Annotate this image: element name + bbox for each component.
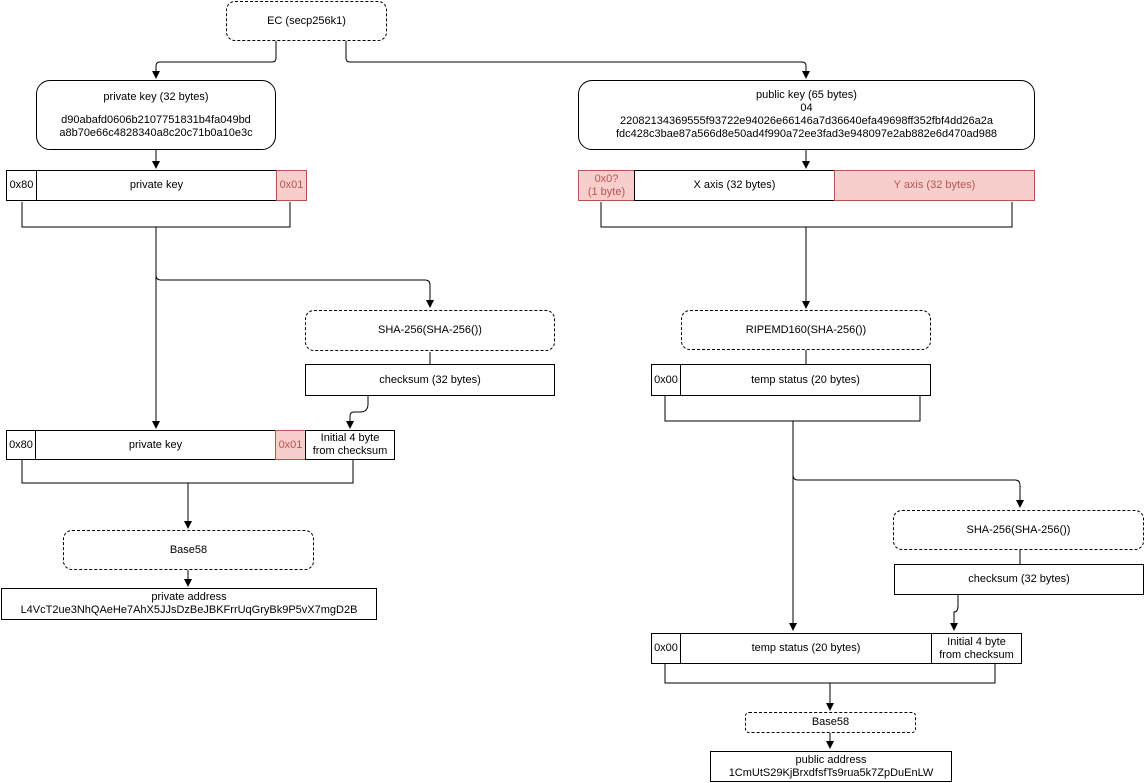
public-address-value: 1CmUtS29KjBrxdfsfTs9rua5k7ZpDuEnLW bbox=[728, 766, 934, 779]
public-row1-bracket bbox=[600, 202, 1013, 228]
public-key-node: public key (65 bytes) 04 22082134369555f… bbox=[578, 80, 1035, 150]
public-row1-x-axis: X axis (32 bytes) bbox=[634, 170, 835, 201]
public-ripemd-label: RIPEMD160(SHA-256()) bbox=[745, 323, 867, 336]
public-key-title: public key (65 bytes) bbox=[756, 89, 857, 101]
private-sha-label: SHA-256(SHA-256()) bbox=[378, 324, 482, 336]
public-address-title: public address bbox=[795, 753, 867, 766]
ec-node: EC (secp256k1) bbox=[226, 1, 387, 41]
private-address-title: private address bbox=[151, 591, 227, 603]
public-row2-temp-label: temp status (20 bytes) bbox=[751, 373, 860, 386]
public-base58-node: Base58 bbox=[745, 712, 916, 733]
public-row1-x-axis-label: X axis (32 bytes) bbox=[693, 179, 776, 191]
private-row1-suffix-label: 0x01 bbox=[279, 179, 304, 191]
private-row1-prefix: 0x80 bbox=[6, 170, 36, 201]
public-sha-label: SHA-256(SHA-256()) bbox=[966, 523, 1071, 536]
edge-private-checksum-to-row2 bbox=[346, 396, 369, 429]
edge-ec-to-public-key bbox=[345, 40, 810, 79]
public-row1-y-axis-label: Y axis (32 bytes) bbox=[893, 179, 976, 191]
public-checksum-node: checksum (32 bytes) bbox=[894, 564, 1144, 595]
private-row2-suffix: 0x01 bbox=[275, 430, 306, 460]
public-base58-label: Base58 bbox=[811, 716, 850, 728]
public-sha-node: SHA-256(SHA-256()) bbox=[893, 510, 1144, 550]
private-base58-label: Base58 bbox=[169, 543, 208, 556]
public-row2-prefix-label: 0x00 bbox=[654, 373, 678, 386]
public-checksum-label: checksum (32 bytes) bbox=[968, 573, 1070, 585]
private-key-node: private key (32 bytes) d90abafd0606b2107… bbox=[36, 80, 276, 150]
private-key-title: private key (32 bytes) bbox=[103, 90, 209, 103]
public-ripemd-node: RIPEMD160(SHA-256()) bbox=[681, 310, 931, 350]
public-row1-y-axis: Y axis (32 bytes) bbox=[834, 170, 1035, 201]
public-row1-prefix: 0x0? (1 byte) bbox=[578, 170, 635, 201]
public-row3-checksum: Initial 4 byte from checksum bbox=[931, 633, 1022, 664]
public-row1-prefix-label: 0x0? (1 byte) bbox=[587, 172, 626, 198]
ec-label: EC (secp256k1) bbox=[267, 14, 346, 27]
public-row3-checksum-label: Initial 4 byte from checksum bbox=[939, 635, 1014, 661]
edge-public-checksum-to-row3 bbox=[950, 595, 959, 631]
private-row2-checksum: Initial 4 byte from checksum bbox=[305, 430, 395, 460]
public-address-node: public address 1CmUtS29KjBrxdfsfTs9rua5k… bbox=[710, 751, 952, 782]
private-sha-node: SHA-256(SHA-256()) bbox=[305, 310, 555, 351]
private-row1-key-label: private key bbox=[129, 179, 184, 191]
private-base58-node: Base58 bbox=[63, 530, 314, 570]
public-row2-prefix: 0x00 bbox=[651, 364, 681, 396]
private-checksum-node: checksum (32 bytes) bbox=[305, 364, 555, 396]
private-row1-bracket bbox=[21, 202, 291, 228]
private-address-node: private address L4VcT2ue3NhQAeHe7AhX5JJs… bbox=[1, 588, 377, 620]
public-row3-bracket bbox=[664, 664, 996, 684]
public-row2-temp: temp status (20 bytes) bbox=[680, 364, 931, 396]
edge-private-to-sha bbox=[155, 227, 434, 308]
private-row2-prefix-label: 0x80 bbox=[9, 438, 33, 451]
public-row3-temp: temp status (20 bytes) bbox=[680, 633, 932, 664]
private-row2-suffix-label: 0x01 bbox=[278, 438, 303, 451]
private-row2-bracket bbox=[21, 460, 354, 484]
private-row2-prefix: 0x80 bbox=[6, 430, 36, 460]
private-row1-suffix: 0x01 bbox=[276, 170, 307, 201]
private-row1-prefix-label: 0x80 bbox=[9, 179, 34, 191]
public-row3-prefix-label: 0x00 bbox=[654, 642, 678, 654]
private-address-value: L4VcT2ue3NhQAeHe7AhX5JJsDzBeJBKFrrUqGryB… bbox=[20, 604, 358, 616]
private-row2-checksum-label: Initial 4 byte from checksum bbox=[312, 432, 388, 457]
public-row3-prefix: 0x00 bbox=[651, 633, 681, 664]
private-row2-key-label: private key bbox=[128, 438, 183, 451]
edge-ec-to-private-key bbox=[152, 40, 277, 79]
private-row2-key: private key bbox=[35, 430, 276, 460]
edge-public-row2-to-sha bbox=[792, 421, 1024, 508]
private-key-hex: d90abafd0606b2107751831b4fa049bd a8b70e6… bbox=[59, 113, 253, 139]
public-key-hex: 22082134369555f93722e94026e66146a7d36640… bbox=[615, 115, 998, 140]
public-row3-temp-label: temp status (20 bytes) bbox=[751, 642, 861, 654]
public-row2-bracket bbox=[664, 396, 921, 422]
private-row1-key: private key bbox=[36, 170, 277, 201]
public-key-prefix: 04 bbox=[800, 102, 813, 114]
private-checksum-label: checksum (32 bytes) bbox=[379, 373, 481, 386]
